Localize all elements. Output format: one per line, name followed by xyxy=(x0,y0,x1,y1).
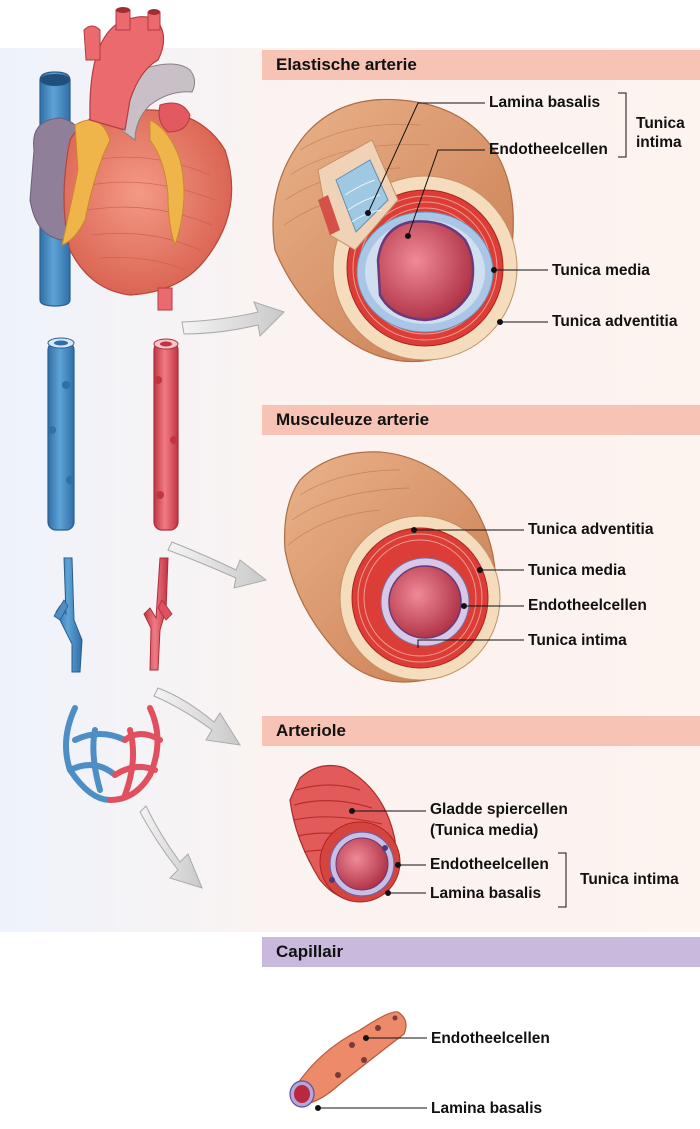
leader-lines xyxy=(315,92,627,1111)
section-title-capillary: Capillair xyxy=(262,937,700,967)
label-tunica-intima: Tunica intima xyxy=(528,632,627,649)
label-tunica-media-paren: (Tunica media) xyxy=(430,822,539,839)
label-gladde-spiercellen: Gladde spiercellen xyxy=(430,801,568,818)
arrow-to-elastic xyxy=(181,301,285,338)
small-vein xyxy=(53,557,83,673)
small-artery xyxy=(143,557,173,671)
label-tunica-intima: Tunica intima xyxy=(580,871,679,888)
coronary-fat xyxy=(61,119,111,246)
heart-illustration xyxy=(29,7,233,311)
arrow-to-capillary xyxy=(139,805,203,889)
heart-striations xyxy=(87,156,216,271)
arrow-to-muscular xyxy=(167,541,268,589)
label-endotheelcellen: Endotheelcellen xyxy=(489,141,608,158)
arrow-to-arteriole xyxy=(153,687,241,746)
label-lamina-basalis: Lamina basalis xyxy=(431,1100,543,1117)
arteriole-illustration xyxy=(289,765,401,903)
label-endotheelcellen: Endotheelcellen xyxy=(430,856,549,873)
elastic-artery-illustration xyxy=(272,98,518,363)
label-tunica-adventitia: Tunica adventitia xyxy=(528,521,654,538)
large-vein xyxy=(47,337,75,531)
muscular-artery-illustration xyxy=(283,451,501,683)
section-title-arteriole: Arteriole xyxy=(262,716,700,746)
label-endotheelcellen: Endotheelcellen xyxy=(528,597,647,614)
section-title-elastic: Elastische arterie xyxy=(262,50,700,80)
label-endotheelcellen: Endotheelcellen xyxy=(431,1030,550,1047)
large-artery xyxy=(153,338,179,531)
label-lamina-basalis: Lamina basalis xyxy=(489,94,601,111)
capillary-network xyxy=(63,705,163,803)
label-lamina-basalis: Lamina basalis xyxy=(430,885,542,902)
label-tunica-media: Tunica media xyxy=(552,262,650,279)
label-tunica-intima: Tunica intima xyxy=(636,115,685,151)
section-title-muscular: Musculeuze arterie xyxy=(262,405,700,435)
vena-cava-opening xyxy=(40,74,70,86)
label-tunica-media: Tunica media xyxy=(528,562,626,579)
label-tunica-adventitia: Tunica adventitia xyxy=(552,313,678,330)
capillary-illustration xyxy=(289,1011,407,1108)
